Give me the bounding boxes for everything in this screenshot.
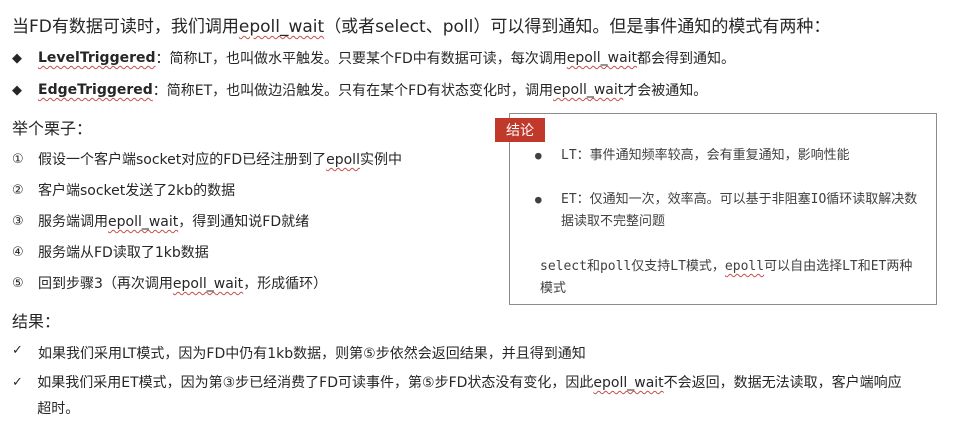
mode-term: LevelTriggered xyxy=(38,50,156,66)
step-text: 服务端从FD读取了1kb数据 xyxy=(38,245,209,261)
result-text: 如果我们采用ET模式，因为第③步已经消费了FD可读事件，第⑤步FD状态没有变化，… xyxy=(37,375,902,417)
step-text: 假设一个客户端socket对应的FD已经注册到了epoll实例中 xyxy=(38,152,402,168)
step-item: ① 假设一个客户端socket对应的FD已经注册到了epoll实例中 xyxy=(12,149,402,169)
result-heading: 结果： xyxy=(12,312,61,331)
conclusion-box xyxy=(509,113,937,305)
step-text: 回到步骤3（再次调用epoll_wait，形成循环） xyxy=(38,276,328,292)
result-item: ✓ 如果我们采用LT模式，因为FD中仍有1kb数据，则第⑤步依然会返回结果，并且… xyxy=(12,343,586,363)
check-icon: ✓ xyxy=(12,375,23,390)
example-heading: 举个栗子： xyxy=(12,119,93,138)
mode-term: EdgeTriggered xyxy=(38,82,153,98)
conclusion-item: ● ET：仅通知一次，效率高。可以基于非阻塞IO循环读取解决数据读取不完整问题 xyxy=(535,189,920,233)
diamond-bullet-icon: ◆ xyxy=(12,82,22,98)
intro-before: 当FD有数据可读时，我们调用 xyxy=(12,17,239,37)
step-item: ② 客户端socket发送了2kb的数据 xyxy=(12,180,235,200)
mode-item-et: ◆ EdgeTriggered：简称ET，也叫做边沿触发。只有在某个FD有状态变… xyxy=(12,80,707,100)
mode-epoll-wait: epoll_wait xyxy=(566,50,638,66)
step-number: ④ xyxy=(12,244,24,260)
intro-text: 当FD有数据可读时，我们调用epoll_wait（或者select、poll）可… xyxy=(12,12,830,37)
step-text: 服务端调用epoll_wait，得到通知说FD就绪 xyxy=(38,214,310,230)
step-item: ③ 服务端调用epoll_wait，得到通知说FD就绪 xyxy=(12,211,309,231)
step-item: ④ 服务端从FD读取了1kb数据 xyxy=(12,242,209,262)
conclusion-item-text: ET：仅通知一次，效率高。可以基于非阻塞IO循环读取解决数据读取不完整问题 xyxy=(561,192,918,229)
mode-epoll-wait: epoll_wait xyxy=(553,82,624,98)
intro-after: （或者select、poll）可以得到通知。但是事件通知的模式有两种： xyxy=(324,17,831,37)
bullet-dot-icon: ● xyxy=(535,149,542,162)
step-number: ③ xyxy=(12,213,24,229)
result-item: ✓ 如果我们采用ET模式，因为第③步已经消费了FD可读事件，第⑤步FD状态没有变… xyxy=(12,370,912,422)
conclusion-note: select和poll仅支持LT模式，epoll可以自由选择LT和ET两种模式 xyxy=(540,259,913,296)
check-icon: ✓ xyxy=(12,343,23,358)
conclusion-item-text: LT：事件通知频率较高，会有重复通知，影响性能 xyxy=(561,148,850,163)
mode-desc: ：简称LT，也叫做水平触发。只要某个FD中有数据可读，每次调用 xyxy=(155,51,567,67)
conclusion-item: ● LT：事件通知频率较高，会有重复通知，影响性能 xyxy=(535,145,920,167)
step-text: 客户端socket发送了2kb的数据 xyxy=(38,183,236,199)
mode-desc-end: 都会得到通知。 xyxy=(637,51,736,67)
diamond-bullet-icon: ◆ xyxy=(12,50,22,66)
mode-desc-end: 才会被通知。 xyxy=(623,83,708,99)
step-number: ① xyxy=(12,151,24,167)
conclusion-tag: 结论 xyxy=(495,118,545,142)
mode-desc: ：简称ET，也叫做边沿触发。只有在某个FD有状态变化时，调用 xyxy=(152,83,554,99)
step-number: ⑤ xyxy=(12,275,24,291)
bullet-dot-icon: ● xyxy=(535,193,542,206)
intro-epoll-wait: epoll_wait xyxy=(238,17,325,37)
step-item: ⑤ 回到步骤3（再次调用epoll_wait，形成循环） xyxy=(12,273,327,293)
mode-item-lt: ◆ LevelTriggered：简称LT，也叫做水平触发。只要某个FD中有数据… xyxy=(12,48,735,68)
result-text: 如果我们采用LT模式，因为FD中仍有1kb数据，则第⑤步依然会返回结果，并且得到… xyxy=(38,346,586,362)
step-number: ② xyxy=(12,182,24,198)
